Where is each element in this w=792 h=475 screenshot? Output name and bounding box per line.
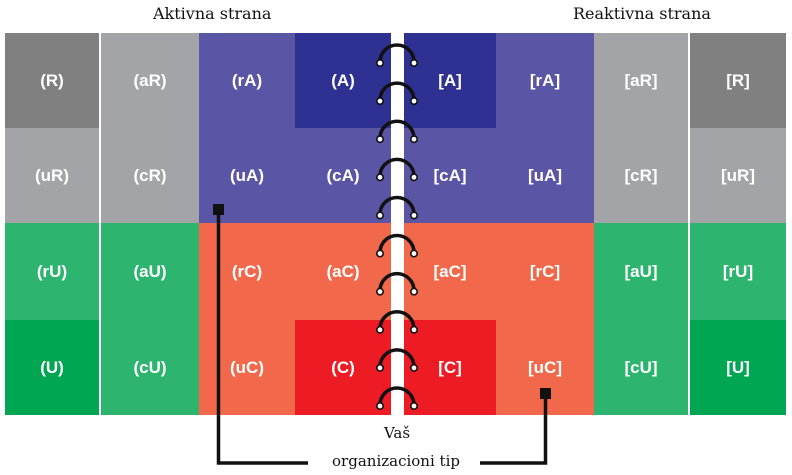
right-cell: [rA] <box>496 33 594 128</box>
binding-ring <box>375 43 418 67</box>
binding-ring <box>375 348 418 372</box>
left-cell: (uR) <box>5 128 99 223</box>
left-cell: (rC) <box>199 223 295 320</box>
caption-line-1: Vaš <box>362 424 432 442</box>
left-connector-line <box>216 210 308 465</box>
right-cell: [cA] <box>404 128 496 223</box>
reactive-side-heading: Reaktivna strana <box>573 4 711 23</box>
right-cell: [cR] <box>594 128 688 223</box>
right-cell: [aU] <box>594 223 688 320</box>
left-cell: (aC) <box>295 223 391 320</box>
right-cell: [uA] <box>496 128 594 223</box>
left-cell: (C) <box>295 320 391 415</box>
left-cell: (aU) <box>101 223 199 320</box>
binding-ring <box>375 386 418 410</box>
binding-ring <box>375 233 418 258</box>
left-cell: (cA) <box>295 128 391 223</box>
binding-ring <box>375 271 418 296</box>
connector-lines <box>213 204 551 465</box>
right-cell: [cU] <box>594 320 688 415</box>
right-cell: [A] <box>404 33 496 128</box>
caption-line-2: organizacioni tip <box>312 452 480 470</box>
left-cell: (rU) <box>5 223 99 320</box>
binding-ring <box>375 157 418 182</box>
binding-ring <box>375 195 418 220</box>
left-cell: (U) <box>5 320 99 415</box>
right-cell: [R] <box>690 33 786 128</box>
left-cell: (aR) <box>101 33 199 128</box>
binding-ring <box>375 119 418 144</box>
left-cell: (uC) <box>199 320 295 415</box>
right-cell: [U] <box>690 320 786 415</box>
left-marker <box>213 204 224 215</box>
spiral-binding <box>375 43 418 410</box>
right-cell: [uR] <box>690 128 786 223</box>
right-connector-line <box>464 393 548 465</box>
right-cell: [rC] <box>496 223 594 320</box>
right-cell: [C] <box>404 320 496 415</box>
left-cell: (cU) <box>101 320 199 415</box>
right-cell: [aR] <box>594 33 688 128</box>
active-side-heading: Aktivna strana <box>153 4 272 23</box>
left-cell: (rA) <box>199 33 295 128</box>
right-cell: [aC] <box>404 223 496 320</box>
spine <box>391 32 404 415</box>
right-cell: [rU] <box>690 223 786 320</box>
left-cell: (cR) <box>101 128 199 223</box>
left-cell: (A) <box>295 33 391 128</box>
binding-ring <box>375 310 418 334</box>
binding-ring <box>375 81 418 106</box>
left-cell: (R) <box>5 33 99 128</box>
